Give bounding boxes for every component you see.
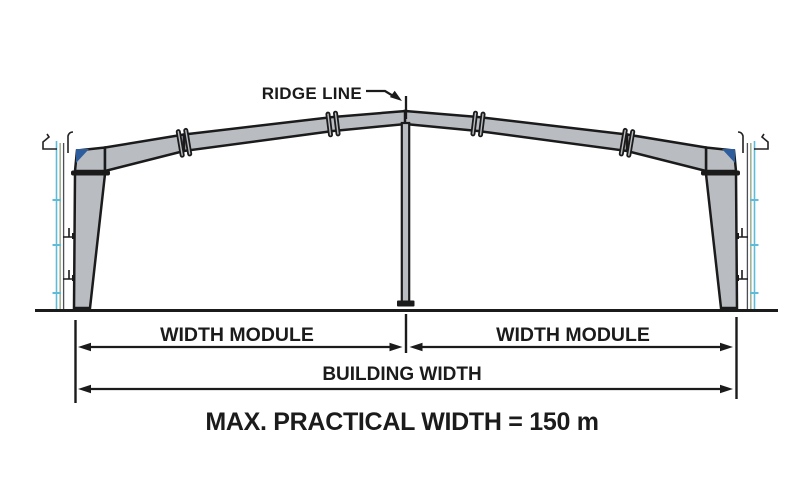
ridge-line-callout: RIDGE LINE	[262, 84, 402, 103]
ridge-line-label: RIDGE LINE	[262, 84, 362, 103]
sidewall-column	[72, 172, 107, 310]
rafter	[182, 109, 408, 153]
splice-flange	[333, 110, 341, 137]
gutter-hook	[42, 133, 57, 150]
rafter-splice	[175, 127, 193, 158]
arrowhead-icon	[409, 342, 423, 352]
arrowhead-icon	[720, 342, 733, 352]
sidewall-girts	[52, 141, 65, 309]
max-practical-width-label: MAX. PRACTICAL WIDTH = 150 m	[205, 408, 598, 436]
eave-strut	[76, 149, 89, 163]
ridge-prop	[397, 96, 415, 307]
rafter-haunch	[103, 133, 186, 173]
gutter-back-leg	[67, 131, 74, 153]
frame-left-half	[42, 109, 408, 310]
arrowhead-icon	[78, 342, 91, 352]
rafter-splice	[325, 110, 341, 138]
ridge-leader-line	[366, 89, 395, 98]
dimensions	[74, 314, 738, 403]
building-width-label: BUILDING WIDTH	[322, 364, 481, 385]
ridge-leader-arrowhead-icon	[389, 90, 402, 101]
splice-flange	[183, 127, 193, 157]
width-module-right-label: WIDTH MODULE	[496, 324, 650, 346]
splice-flange	[175, 129, 185, 158]
center-column-base	[397, 300, 415, 307]
center-column	[400, 121, 411, 305]
eave-gutter	[42, 131, 74, 153]
arrowhead-icon	[720, 384, 733, 394]
width-module-left-label: WIDTH MODULE	[160, 324, 314, 346]
arrowhead-icon	[389, 342, 403, 352]
splice-flange	[325, 111, 333, 138]
frame-right-half	[403, 109, 770, 311]
arrowhead-icon	[78, 384, 91, 394]
